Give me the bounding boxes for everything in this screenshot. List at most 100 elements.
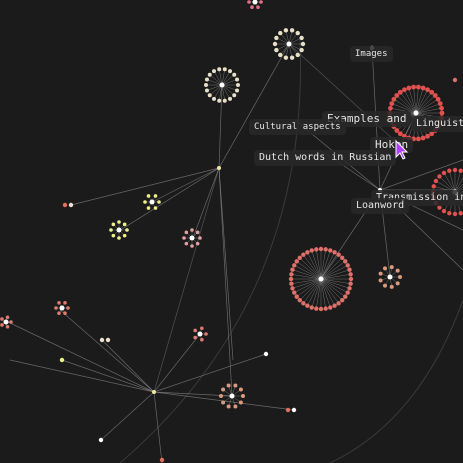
node-cluster-member[interactable] [397,89,403,95]
node-cluster-member[interactable] [195,230,200,235]
node-cluster-member[interactable] [383,283,387,288]
node-cluster-member[interactable] [274,47,279,53]
node-cluster-member[interactable] [441,170,447,176]
node-cluster-member[interactable] [435,96,441,102]
node-cluster-member[interactable] [190,228,194,232]
node-cluster-member[interactable] [146,194,151,198]
node-cluster-member[interactable] [290,286,295,291]
node-cluster-member[interactable] [348,276,354,282]
node[interactable] [159,457,165,463]
node-cluster-member[interactable] [217,67,222,72]
node-cluster-member[interactable] [212,69,216,74]
node-cluster-member[interactable] [429,131,435,137]
node-cluster-center[interactable] [387,274,393,280]
node-label-linguistic[interactable]: Linguisti [411,116,463,132]
node-cluster-member[interactable] [415,136,421,142]
node-cluster-member[interactable] [274,35,279,41]
node-cluster-member[interactable] [63,311,67,315]
node-cluster-member[interactable] [204,77,209,82]
node-cluster-member[interactable] [241,394,245,398]
node-cluster-member[interactable] [63,301,67,305]
node-cluster-member[interactable] [420,135,426,141]
node-cluster-member[interactable] [111,222,116,227]
node-cluster-member[interactable] [406,85,412,91]
node-cluster-member[interactable] [452,167,458,173]
node-cluster-member[interactable] [447,211,452,216]
node-cluster-member[interactable] [332,250,337,255]
node-cluster-member[interactable] [200,326,204,331]
node-cluster-member[interactable] [221,400,226,405]
node-cluster-member[interactable] [348,272,353,277]
node-cluster-member[interactable] [378,271,383,276]
node-cluster-member[interactable] [238,387,243,392]
node-cluster-member[interactable] [207,72,212,77]
node-cluster-member[interactable] [195,241,200,246]
node-cluster-member[interactable] [57,311,61,315]
node-cluster-member[interactable] [5,315,10,320]
node-cluster-member[interactable] [305,250,310,255]
node-cluster-member[interactable] [247,0,251,4]
node-cluster-member[interactable] [425,87,430,93]
node-cluster-member[interactable] [256,5,260,9]
node-cluster-member[interactable] [347,267,352,272]
node-cluster-member[interactable] [238,400,243,405]
node-label-images[interactable]: Images [350,46,393,62]
node-cluster-member[interactable] [336,301,341,306]
node-cluster-member[interactable] [391,96,397,102]
node-cluster-member[interactable] [447,168,452,173]
node-cluster-member[interactable] [295,52,300,58]
node-cluster-member[interactable] [117,220,121,224]
node-cluster-member[interactable] [57,301,61,305]
node-cluster-member[interactable] [345,263,350,268]
node-cluster-member[interactable] [299,35,304,41]
node-cluster-member[interactable] [347,286,352,291]
node-cluster-center[interactable] [252,0,258,5]
node-cluster-member[interactable] [441,208,447,214]
node-cluster-member[interactable] [146,206,151,210]
node-cluster-member[interactable] [437,101,443,107]
node-cluster-member[interactable] [232,72,237,77]
node-cluster-member[interactable] [309,305,314,310]
node-cluster-member[interactable] [318,306,324,312]
node-cluster-member[interactable] [294,259,299,264]
node-cluster-member[interactable] [389,265,394,270]
node-cluster-member[interactable] [437,174,442,179]
node-cluster-member[interactable] [292,263,297,268]
node-cluster-member[interactable] [388,105,393,111]
node-cluster-member[interactable] [439,110,445,116]
node[interactable] [98,437,104,443]
node[interactable] [99,337,105,343]
node-cluster-member[interactable] [198,236,202,240]
node-cluster-member[interactable] [394,93,400,98]
node-cluster-member[interactable] [299,47,304,53]
node-cluster-member[interactable] [190,244,194,248]
node-cluster-member[interactable] [395,281,400,286]
node-cluster-member[interactable] [318,246,324,252]
node-hub[interactable] [217,166,221,170]
node-cluster-member[interactable] [340,255,345,260]
node-cluster-member[interactable] [54,306,58,310]
node-cluster-member[interactable] [431,184,436,189]
node-cluster-member[interactable] [153,206,158,210]
node-cluster-member[interactable] [184,230,189,235]
node-cluster-member[interactable] [157,200,161,204]
node-cluster-member[interactable] [290,267,295,272]
node-cluster-member[interactable] [193,335,197,340]
node-cluster-member[interactable] [458,168,463,173]
node-cluster-member[interactable] [348,281,353,286]
node-cluster-center[interactable] [229,393,235,399]
node-cluster-member[interactable] [122,222,127,227]
node-cluster-member[interactable] [233,404,238,409]
node[interactable] [285,407,291,413]
node[interactable] [291,407,297,413]
node-cluster-center[interactable] [413,110,419,116]
node[interactable] [263,351,269,357]
node-cluster-member[interactable] [433,178,439,184]
node-cluster-member[interactable] [343,259,348,264]
node-cluster-center[interactable] [197,331,203,337]
node-cluster-member[interactable] [204,88,209,93]
node-cluster-member[interactable] [389,284,394,289]
node-cluster-member[interactable] [458,211,463,216]
node-cluster-member[interactable] [283,28,289,33]
node-cluster-member[interactable] [402,87,407,93]
